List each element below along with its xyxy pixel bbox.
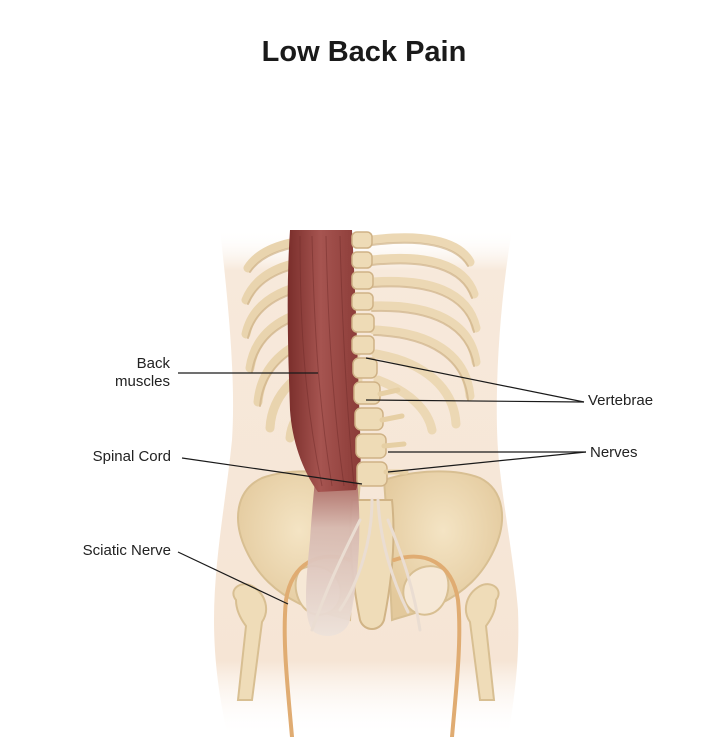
left-femur [232,583,268,701]
vertebral-column [351,231,388,487]
right-ribs [367,233,481,435]
spinal-cord-label: Spinal Cord [92,448,171,465]
sciatic-nerve-label: Sciatic Nerve [82,542,171,559]
left-ribs [241,234,363,443]
right-ribs-shade [371,241,475,401]
muscle-fibers [299,235,355,487]
transverse-processes [377,387,409,475]
right-obturator [402,565,450,616]
leader-vertebrae-upper [365,357,585,403]
leader-sciatic-nerve [177,551,289,605]
back-muscles-label: Back muscles [96,355,170,391]
leader-lines [177,357,587,605]
page-title: Low Back Pain [261,36,467,68]
leader-vertebrae-lower [365,399,585,403]
leader-nerves-lower [387,451,587,473]
back-muscle-erector [287,230,361,492]
nerves-label: Nerves [590,444,638,461]
vertebrae-label: Vertebrae [588,392,654,409]
right-femur [464,583,500,701]
muscle-tendon [306,470,360,636]
lumbar-nerves [310,498,422,632]
back-muscles-label-line2: muscles [114,373,170,390]
back-muscles-label-line1: Back [136,355,170,372]
leader-spinal-cord [181,457,363,485]
